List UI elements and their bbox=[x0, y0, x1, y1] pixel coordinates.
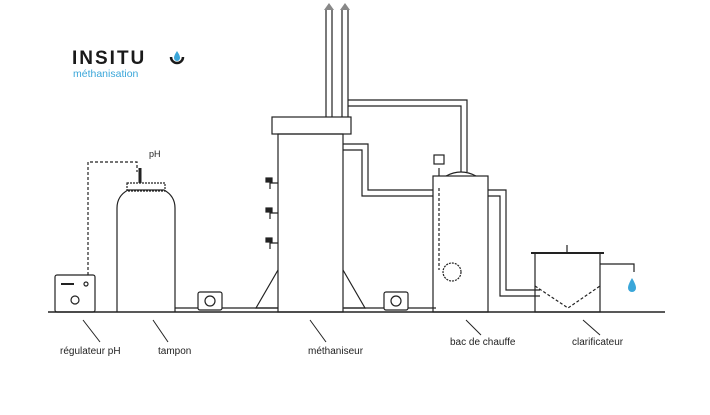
water-drop-icon bbox=[628, 278, 636, 292]
brand-name: INSITU bbox=[72, 48, 147, 69]
ph-regulator-label: régulateur pH bbox=[60, 346, 121, 357]
leader-heating-tank bbox=[465, 319, 482, 336]
brand-logo: INSITU méthanisation bbox=[72, 48, 185, 80]
clarifier-label: clarificateur bbox=[572, 337, 624, 348]
buffer-tank-label: tampon bbox=[158, 346, 191, 357]
ph-sensor-label: pH bbox=[149, 149, 161, 159]
pump-2 bbox=[383, 291, 409, 311]
arrow-up-icon bbox=[324, 3, 350, 10]
digester bbox=[254, 116, 367, 313]
buffer-tank bbox=[116, 168, 176, 312]
leader-buffer-tank bbox=[152, 319, 169, 343]
heating-loop-pipe bbox=[343, 143, 433, 197]
leader-ph-regulator bbox=[82, 319, 101, 343]
ph-control-line bbox=[87, 161, 138, 275]
leader-digester bbox=[309, 319, 327, 343]
pump-1 bbox=[197, 291, 223, 311]
heating-tank-label: bac de chauffe bbox=[450, 337, 516, 348]
heating-tank bbox=[432, 154, 489, 313]
digester-label: méthaniseur bbox=[308, 346, 364, 357]
ph-regulator-unit bbox=[54, 274, 96, 313]
water-drop-icon bbox=[169, 51, 185, 65]
overflow-pipe bbox=[488, 189, 540, 297]
gas-outlet-pipes bbox=[325, 10, 468, 172]
clarifier bbox=[531, 245, 635, 313]
leader-clarifier bbox=[582, 319, 601, 336]
brand-subtitle: méthanisation bbox=[73, 68, 139, 80]
